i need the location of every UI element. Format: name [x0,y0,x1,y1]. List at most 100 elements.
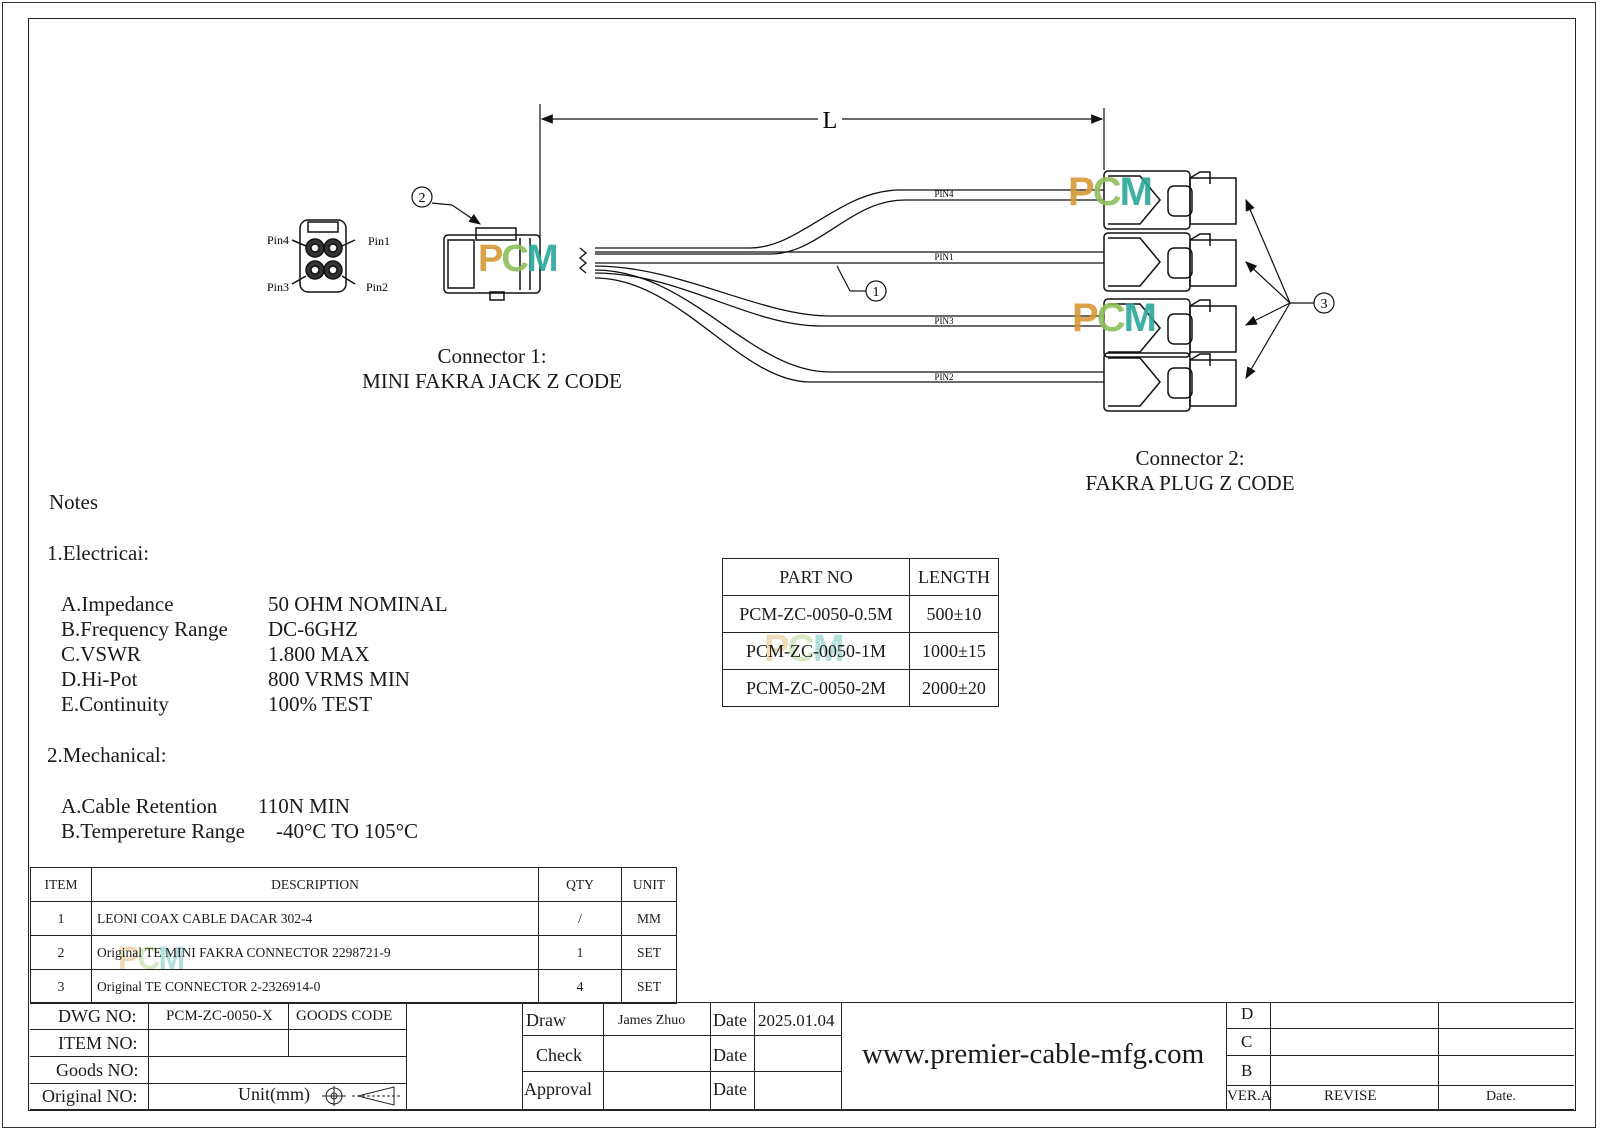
callout-1-label: 1 [873,285,880,300]
dwg-no-label: DWG NO: [58,1006,137,1026]
cable-label-pin3: PIN3 [934,316,954,326]
length-cell: 500±10 [909,595,999,633]
connector-1-title-line2: MINI FAKRA JACK Z CODE [362,369,622,393]
item-no-label: ITEM NO: [58,1033,138,1053]
revise-label: REVISE [1324,1088,1377,1104]
bom-item-cell: 3 [30,969,92,1004]
part-no-cell: PCM-ZC-0050-1M [722,632,910,670]
pcm-watermark: PCM [1068,170,1153,214]
unit-label: Unit(mm) [238,1084,310,1104]
pin-label-pin3: Pin3 [267,280,289,294]
dwg-no-value: PCM-ZC-0050-X [166,1008,273,1024]
table-header: DESCRIPTION [91,867,539,902]
bom-table: ITEM DESCRIPTION QTY UNIT 1 LEONI COAX C… [30,867,677,1004]
bom-qty-cell: 1 [538,935,622,970]
version-label: VER.A [1227,1088,1272,1104]
length-cell: 1000±15 [909,632,999,670]
bom-description-cell: LEONI COAX CABLE DACAR 302-4 [91,901,539,936]
approval-label: Approval [524,1079,592,1099]
callout-2 [411,186,481,225]
dimension-l-label: L [823,108,838,134]
electrical-label: C.VSWR [61,642,141,666]
table-row: 3 Original TE CONNECTOR 2-2326914-0 4 SE… [30,969,677,1004]
electrical-label: E.Continuity [61,692,169,716]
pcm-watermark: PCM [478,238,558,280]
bom-unit-cell: SET [621,969,677,1004]
table-header: ITEM [30,867,92,902]
cable-label-pin2: PIN2 [934,372,953,382]
mechanical-label: A.Cable Retention [61,794,218,818]
electrical-value: 1.800 MAX [268,642,370,666]
pin-face-view [291,219,356,293]
part-length-table: PART NO LENGTH PCM-ZC-0050-0.5M 500±10 P… [722,558,999,707]
electrical-value: 50 OHM NOMINAL [268,592,448,616]
bom-qty-cell: / [538,901,622,936]
drawing-frame [28,18,1576,1111]
check-date-label: Date [713,1045,747,1065]
revision-d: D [1241,1004,1254,1023]
dimension-l [539,104,1105,240]
bom-unit-cell: SET [621,935,677,970]
company-website: www.premier-cable-mfg.com [862,1038,1205,1070]
cable-label-pin4: PIN4 [934,189,954,199]
cable-label-pin1: PIN1 [934,252,953,262]
mechanical-title: 2.Mechanical: [47,743,167,767]
table-header: UNIT [621,867,677,902]
title-block: DWG NO: PCM-ZC-0050-X GOODS CODE ITEM NO… [30,1002,1574,1110]
electrical-label: B.Frequency Range [61,617,228,641]
table-header: LENGTH [909,558,999,596]
revision-date-label: Date. [1486,1089,1516,1104]
table-header: QTY [538,867,622,902]
draw-label: Draw [526,1010,566,1030]
pin-label-pin1: Pin1 [368,234,390,248]
mechanical-value: 110N MIN [258,794,350,818]
callout-2-label: 2 [419,191,426,206]
bom-description-cell: Original TE MINI FAKRA CONNECTOR 2298721… [91,935,539,970]
draw-name: James Zhuo [618,1013,686,1028]
part-no-cell: PCM-ZC-0050-2M [722,669,910,707]
electrical-value: 100% TEST [268,692,373,716]
table-row: PCM-ZC-0050-2M 2000±20 [722,669,999,707]
callout-3 [1244,198,1335,380]
bom-item-cell: 2 [30,935,92,970]
mechanical-label: B.Tempereture Range [61,819,245,843]
connector-2-title-line2: FAKRA PLUG Z CODE [1085,471,1295,495]
table-row: PCM-ZC-0050-0.5M 500±10 [722,595,999,633]
table-header: PART NO [722,558,910,596]
electrical-value: 800 VRMS MIN [268,667,410,691]
table-row: PCM-ZC-0050-1M 1000±15 [722,632,999,670]
bom-unit-cell: MM [621,901,677,936]
mechanical-value: -40°C TO 105°C [276,819,419,843]
callout-3-label: 3 [1321,297,1328,312]
electrical-label: A.Impedance [61,592,174,616]
revision-c: C [1241,1032,1253,1051]
pin-label-pin2: Pin2 [366,280,388,294]
check-label: Check [536,1045,582,1065]
draw-date-label: Date [713,1010,747,1030]
connector-2-bodies [1103,170,1237,412]
table-row: 2 Original TE MINI FAKRA CONNECTOR 22987… [30,935,677,970]
table-header-row: ITEM DESCRIPTION QTY UNIT [30,867,677,902]
notes-title: Notes [49,490,98,514]
goods-code-label: GOODS CODE [296,1008,393,1024]
bom-qty-cell: 4 [538,969,622,1004]
electrical-value: DC-6GHZ [268,617,358,641]
bom-item-cell: 1 [30,901,92,936]
projection-symbol-icon [322,1086,400,1106]
electrical-label: D.Hi-Pot [61,667,138,691]
cables [578,189,1104,383]
connector-2-title-line1: Connector 2: [1135,446,1245,470]
callout-1 [836,265,887,302]
connector-1-body [443,227,541,301]
electrical-title: 1.Electricai: [47,541,150,565]
bom-description-cell: Original TE CONNECTOR 2-2326914-0 [91,969,539,1004]
goods-no-label: Goods NO: [56,1060,139,1080]
pcm-watermark: PCM [1072,296,1157,340]
length-cell: 2000±20 [909,669,999,707]
pin-label-pin4: Pin4 [267,233,289,247]
connector-2-title: Connector 2: FAKRA PLUG Z CODE [1040,446,1340,496]
original-no-label: Original NO: [42,1086,138,1106]
connector-1-title: Connector 1: MINI FAKRA JACK Z CODE [330,344,654,394]
